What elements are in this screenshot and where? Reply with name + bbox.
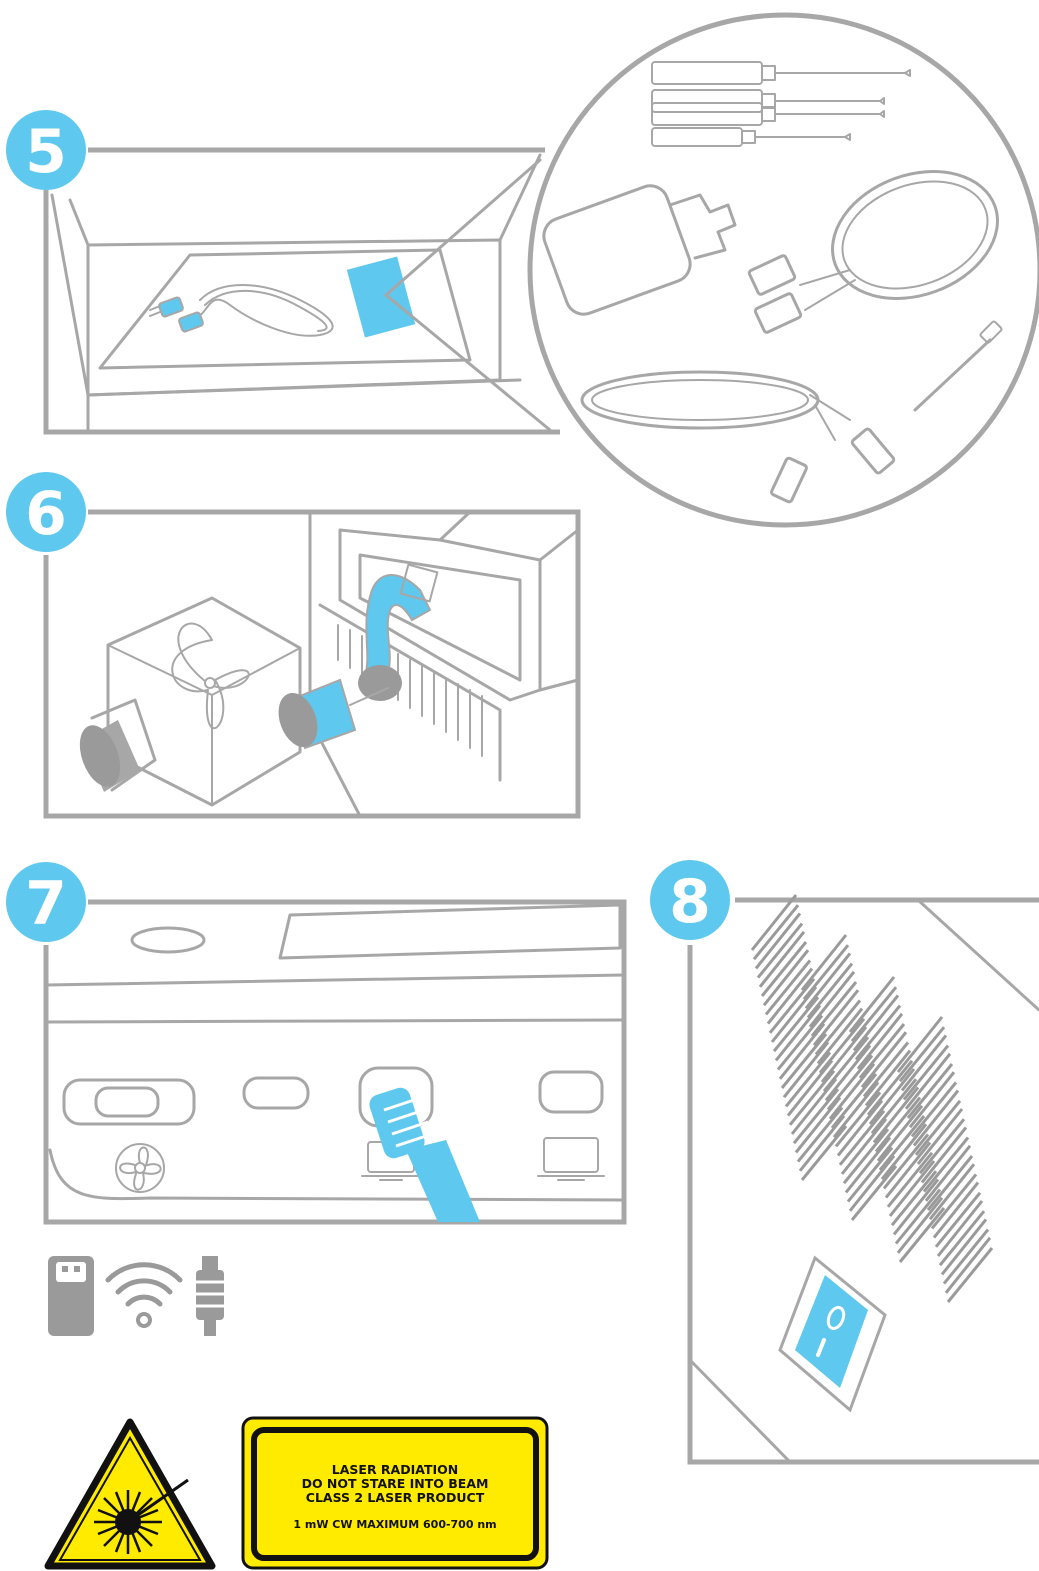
power-cord-icon bbox=[150, 285, 333, 336]
vent-grille-icon bbox=[752, 895, 992, 1302]
power-switch-icon bbox=[780, 1258, 885, 1410]
accessory-box bbox=[347, 256, 415, 337]
aux-port bbox=[244, 1078, 308, 1108]
laser-warning-label: LASER RADIATION DO NOT STARE INTO BEAM C… bbox=[243, 1418, 547, 1568]
step-6-number: 6 bbox=[25, 479, 67, 549]
top-vent-oval bbox=[132, 928, 204, 952]
usb-port bbox=[540, 1072, 602, 1112]
ethernet-plug-icon bbox=[196, 1256, 224, 1336]
laser-label-line2: DO NOT STARE INTO BEAM bbox=[302, 1476, 489, 1491]
top-panel-slot bbox=[280, 905, 620, 958]
step-7-number: 7 bbox=[25, 869, 67, 939]
vent-grille bbox=[898, 1017, 992, 1302]
step-7-panel: 7 bbox=[6, 862, 624, 1336]
fan-port-icon bbox=[116, 1144, 164, 1192]
ethernet-cable-plug bbox=[367, 1085, 480, 1222]
laser-hazard-triangle bbox=[48, 1422, 212, 1566]
laser-label-line3: CLASS 2 LASER PRODUCT bbox=[306, 1490, 485, 1505]
step-8-panel: 8 bbox=[650, 860, 1039, 1462]
step-5-frame bbox=[46, 150, 560, 432]
usb-stick-icon bbox=[48, 1256, 94, 1336]
exhaust-fan-icon bbox=[72, 598, 300, 805]
step-8-number: 8 bbox=[669, 867, 711, 937]
laser-label-line4: 1 mW CW MAXIMUM 600-700 nm bbox=[293, 1518, 496, 1531]
step-6-panel: 6 bbox=[6, 472, 578, 816]
machine-vent bbox=[338, 625, 482, 756]
laser-label-line1: LASER RADIATION bbox=[332, 1462, 458, 1477]
step-5-number: 5 bbox=[25, 117, 67, 187]
tray bbox=[100, 250, 470, 368]
step-5-panel: 5 bbox=[6, 15, 1039, 525]
vent-grille bbox=[752, 895, 846, 1180]
accessory-zoom-circle bbox=[530, 15, 1039, 525]
tray-opening bbox=[88, 240, 500, 395]
wifi-icon bbox=[108, 1265, 180, 1326]
